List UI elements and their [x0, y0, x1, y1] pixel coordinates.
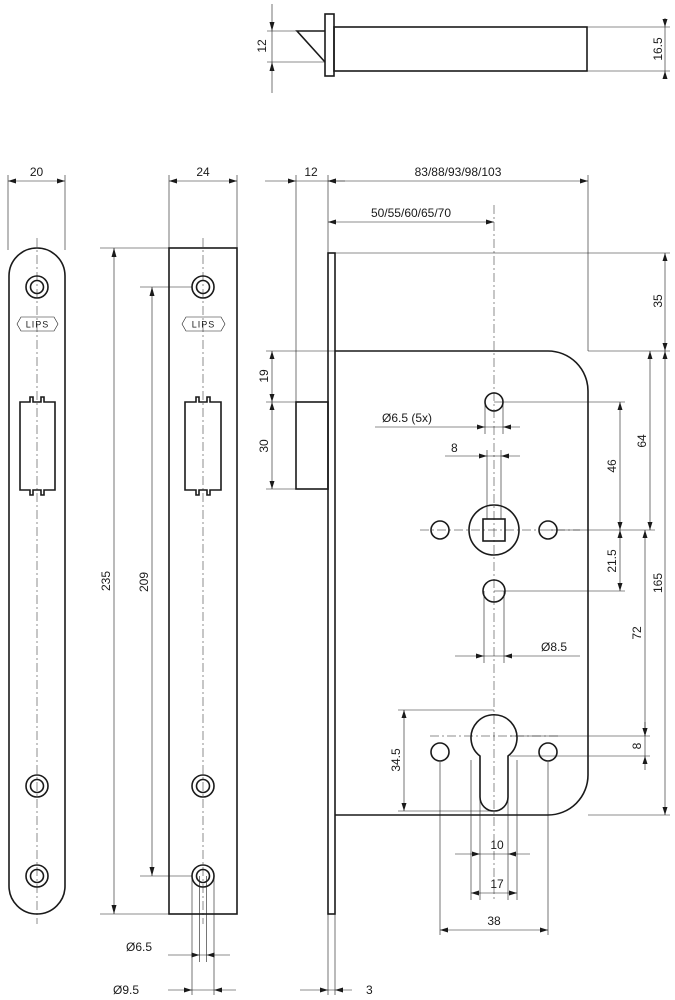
latch-top-view: 12 16.5: [255, 4, 670, 93]
dim-spindle-to-upper-hole: 46: [605, 459, 619, 473]
dim-latch-position-group: 19 30: [257, 350, 335, 490]
brand-label-narrow: LIPS: [26, 320, 50, 330]
dim-latch-top-offset: 19: [257, 369, 271, 383]
dim-lower-hole: Ø8.5: [541, 640, 567, 654]
dim-cylinder-slot-width: 10: [490, 838, 504, 852]
dim-cylinder-length: 34.5: [389, 748, 403, 772]
dim-spindle-to-top-of-case: 64: [635, 434, 649, 448]
dim-faceplate-projection: 12: [304, 165, 318, 179]
dim-cylinder-length-group: 34.5: [389, 709, 494, 812]
dim-fixing-hole-group: Ø6.5 (5x): [375, 402, 520, 434]
dim-faceplate-projection-group: 12 3: [265, 165, 373, 997]
dim-cylinder-top-offset: 8: [630, 742, 644, 749]
dim-case-height: 165: [651, 573, 665, 593]
dim-case-depth: 83/88/93/98/103: [415, 165, 502, 179]
faceplate-narrow: LIPS 20: [7, 165, 66, 924]
dim-lower-hole-group: Ø8.5: [455, 591, 580, 663]
dim-overall-height-group: 235: [99, 247, 170, 915]
dim-faceplate-counterbore: Ø9.5: [113, 983, 139, 997]
dim-outer-hole-spacing: 38: [487, 914, 501, 928]
dim-top-offset-group: 35: [335, 252, 670, 352]
dim-cylinder-widths-group: 10 17 38: [439, 760, 549, 935]
dim-backset: 50/55/60/65/70: [371, 206, 451, 220]
dim-top-offset: 35: [651, 294, 665, 308]
dim-cylinder-head-width: 17: [490, 877, 504, 891]
lock-body: [295, 205, 589, 915]
faceplate-wide: LIPS 24: [168, 165, 238, 924]
dim-fixing-hole: Ø6.5 (5x): [382, 411, 432, 425]
dim-depth-backset-group: 83/88/93/98/103 50/55/60/65/70: [328, 165, 589, 351]
dim-latch-thickness: 16.5: [651, 37, 665, 61]
dim-spindle-to-lower-hole: 21.5: [605, 549, 619, 573]
dim-faceplate-holes-group: Ø6.5 Ø9.5: [113, 876, 236, 997]
dim-faceplate-narrow-width: 20: [30, 165, 44, 179]
dim-spindle-square: 8: [451, 441, 458, 455]
dim-spindle-square-group: 8: [445, 441, 520, 519]
dim-faceplate-thickness: 3: [366, 983, 373, 997]
dim-faceplate-wide-width: 24: [196, 165, 210, 179]
brand-label-wide: LIPS: [192, 320, 216, 330]
dim-faceplate-screw-hole: Ø6.5: [126, 940, 152, 954]
dim-latch-height: 12: [255, 39, 269, 53]
dim-overall-height: 235: [99, 571, 113, 591]
dim-screw-spacing-group: 209: [137, 286, 192, 877]
dim-vertical-chain-group: 46 21.5 64 72 165 8: [494, 351, 670, 816]
dim-screw-spacing: 209: [137, 572, 151, 592]
dim-spindle-to-cylinder: 72: [630, 626, 644, 640]
dim-latch-body-height: 30: [257, 439, 271, 453]
